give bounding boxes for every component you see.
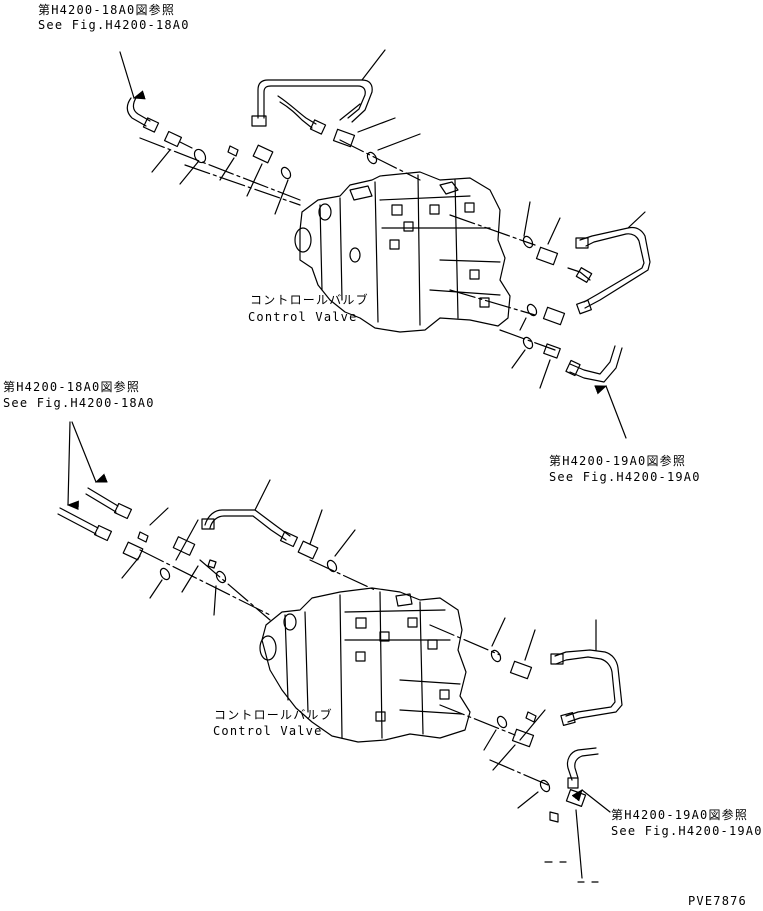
lower-valve-label-en: Control Valve [213,724,323,738]
lower-axis-lines [140,550,548,785]
lower-top-tube [202,480,355,573]
upper-valve-label-en: Control Valve [248,310,358,324]
upper-ref-top-en: See Fig.H4200-18A0 [38,18,190,32]
upper-top-tube [252,50,420,165]
upper-right-components [512,202,650,438]
upper-control-valve [295,172,510,332]
upper-ref-top-jp: 第H4200-18A0図参照 [38,3,176,17]
upper-ref-right-jp: 第H4200-19A0図参照 [549,454,687,468]
lower-left-pipes [58,422,131,540]
upper-axis-lines [140,138,555,350]
upper-left-fittings [152,132,292,214]
lower-ref-left-en: See Fig.H4200-18A0 [3,396,155,410]
lower-ref-left-jp: 第H4200-18A0図参照 [3,380,141,394]
lower-ref-right-en: See Fig.H4200-19A0 [611,824,763,838]
lower-control-valve [260,588,470,742]
lower-valve-label-jp: コントロールバルブ [214,708,333,722]
drawing-code: PVE7876 [688,894,747,908]
upper-ref-right-en: See Fig.H4200-19A0 [549,470,701,484]
lower-ref-right-jp: 第H4200-19A0図参照 [611,808,749,822]
upper-left-pipe [120,52,159,132]
lower-left-fittings [122,508,227,615]
upper-valve-label-jp: コントロールバルブ [250,293,369,307]
lower-right-components [484,618,622,882]
